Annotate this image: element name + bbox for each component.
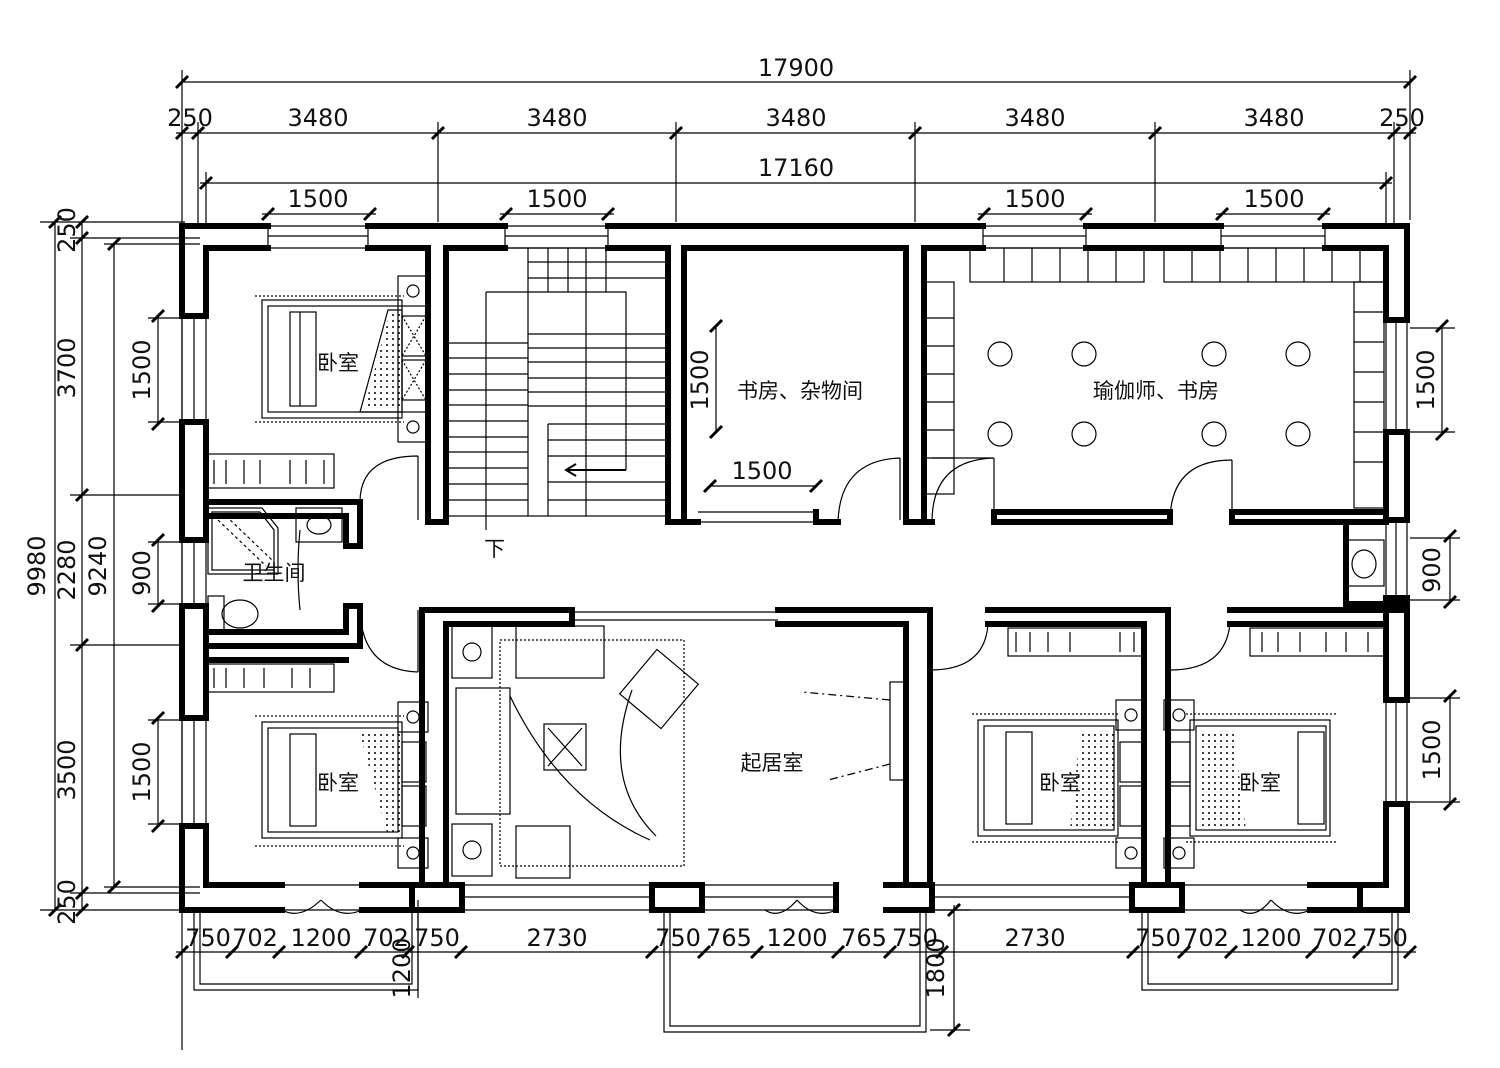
dim-top-bay: 3480 xyxy=(765,104,826,132)
stair-down-label: 下 xyxy=(484,537,505,561)
room-label-bedroom-se: 卧室 xyxy=(1239,771,1281,795)
dim-window: 1500 xyxy=(287,185,348,213)
dim-top-edge-left: 250 xyxy=(167,104,213,132)
balconies xyxy=(193,910,1399,1033)
dim-left-room: 2280 xyxy=(53,539,81,600)
dim-bottom: 2730 xyxy=(526,924,587,952)
staircase: 下 xyxy=(445,247,669,561)
dim-top-inner: 17160 xyxy=(758,154,834,182)
dim-bottom: 750 xyxy=(892,924,938,952)
dim-bottom: 702 xyxy=(1183,924,1229,952)
dim-window: 1500 xyxy=(526,185,587,213)
dim-top-bay: 3480 xyxy=(1004,104,1065,132)
dim-left-room: 3500 xyxy=(53,739,81,800)
dim-bottom: 1200 xyxy=(290,924,351,952)
yoga-study: 瑜伽师、书房 xyxy=(923,247,1387,587)
room-label-bathroom: 卫生间 xyxy=(243,561,306,585)
dim-study-window: 1500 xyxy=(731,457,792,485)
room-label-yoga-study: 瑜伽师、书房 xyxy=(1093,379,1219,403)
dim-left-window: 1500 xyxy=(128,741,156,802)
dim-top-bay: 3480 xyxy=(1243,104,1304,132)
dim-bottom: 750 xyxy=(1135,924,1181,952)
dim-balcony-center: 1800 xyxy=(922,937,950,998)
dim-left-window: 900 xyxy=(128,550,156,596)
bed-s2: 卧室 xyxy=(972,627,1147,869)
study-storage: 书房、杂物间 xyxy=(737,379,863,403)
dim-left-inner: 9240 xyxy=(84,535,112,596)
dim-top-total: 17900 xyxy=(758,54,834,82)
dim-bottom: 750 xyxy=(655,924,701,952)
bed-se: 卧室 xyxy=(1163,627,1387,869)
dimension-lines xyxy=(40,70,1460,1050)
dim-bottom: 750 xyxy=(185,924,231,952)
doors xyxy=(281,455,1311,914)
bed-sw: 卧室 xyxy=(205,663,429,869)
dim-left-top: 250 xyxy=(53,207,81,253)
dim-right-window: 1500 xyxy=(1412,349,1440,410)
dim-left-total: 9980 xyxy=(23,535,51,596)
room-label-bedroom-nw: 卧室 xyxy=(317,351,359,375)
dim-stair-window: 1500 xyxy=(686,349,714,410)
dim-right-window: 900 xyxy=(1418,547,1446,593)
dim-bottom: 750 xyxy=(1362,924,1408,952)
dim-bottom: 702 xyxy=(1312,924,1358,952)
dim-top-bay: 3480 xyxy=(526,104,587,132)
dim-balcony-left: 1200 xyxy=(388,937,416,998)
dim-bottom: 2730 xyxy=(1004,924,1065,952)
dim-window: 1500 xyxy=(1243,185,1304,213)
dim-bottom: 765 xyxy=(841,924,887,952)
dim-top-bay: 3480 xyxy=(287,104,348,132)
dim-left-room: 3700 xyxy=(53,337,81,398)
room-label-bedroom-sw: 卧室 xyxy=(317,771,359,795)
dim-window: 1500 xyxy=(1004,185,1065,213)
dim-bottom: 1200 xyxy=(766,924,827,952)
dim-bottom: 702 xyxy=(363,924,409,952)
living-room: 起居室 xyxy=(451,625,905,879)
dim-left-window: 1500 xyxy=(128,339,156,400)
dim-bottom: 765 xyxy=(706,924,752,952)
bathroom: 卫生间 xyxy=(207,507,343,633)
dim-bottom: 1200 xyxy=(1240,924,1301,952)
yoga-stools xyxy=(987,341,1311,447)
dim-right-window: 1500 xyxy=(1418,719,1446,780)
room-label-living-room: 起居室 xyxy=(741,751,804,775)
dim-bottom: 750 xyxy=(414,924,460,952)
dim-top-edge-right: 250 xyxy=(1379,104,1425,132)
dim-left-bottom: 250 xyxy=(53,879,81,925)
room-label-bedroom-s2: 卧室 xyxy=(1039,771,1081,795)
bed-nw: 卧室 xyxy=(205,275,429,489)
room-label-study-storage: 书房、杂物间 xyxy=(737,379,863,403)
dim-bottom: 702 xyxy=(232,924,278,952)
dimension-text: 17900 250 3480 3480 3480 3480 3480 250 1… xyxy=(23,54,1446,999)
